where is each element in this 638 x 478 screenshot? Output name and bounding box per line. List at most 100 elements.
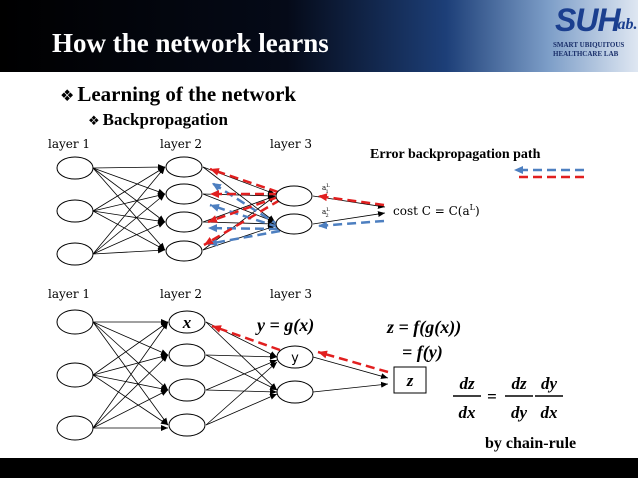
edge xyxy=(92,353,169,376)
edge xyxy=(92,389,169,429)
neuron xyxy=(168,343,206,367)
edge xyxy=(92,374,169,426)
cost-label: cost C = C(aL) xyxy=(393,203,480,218)
frac-r1-den: dy xyxy=(511,403,528,422)
bottom-layer1-label: layer 1 xyxy=(48,287,90,301)
edge xyxy=(92,167,166,251)
edge xyxy=(205,359,278,391)
neuron xyxy=(165,183,203,205)
top-layer3-label: layer 3 xyxy=(270,137,312,151)
eq-z-line1: z = f(g(x)) xyxy=(386,317,461,338)
bottom-nodes xyxy=(56,309,314,441)
bullet-backprop-text: Backpropagation xyxy=(102,110,228,129)
edge xyxy=(92,321,169,426)
red-path xyxy=(209,167,279,194)
neuron xyxy=(165,211,203,233)
edge xyxy=(92,166,166,212)
edge xyxy=(92,164,166,171)
footer-bar xyxy=(0,458,638,478)
node-z-label: z xyxy=(406,371,414,390)
edge xyxy=(205,353,278,360)
logo-main-text: SUH xyxy=(555,2,621,38)
edge xyxy=(205,361,278,426)
neuron xyxy=(56,242,94,266)
frac-r2-den: dx xyxy=(541,403,559,422)
edge xyxy=(92,374,169,392)
neuron xyxy=(56,309,94,335)
node-z-box xyxy=(393,366,427,394)
blue-path xyxy=(207,229,281,247)
edge xyxy=(312,381,389,393)
chain-equals: = xyxy=(487,387,497,406)
red-path xyxy=(211,324,281,352)
neuron xyxy=(56,362,94,388)
neuron xyxy=(275,185,313,207)
edge xyxy=(92,221,166,255)
top-layer1-label: layer 1 xyxy=(48,137,90,151)
neuron xyxy=(275,213,313,235)
top-layer2-label: layer 2 xyxy=(160,137,202,151)
legend-text: Error backpropagation path xyxy=(370,147,541,162)
top-edges xyxy=(92,164,386,255)
edge xyxy=(92,210,166,251)
neuron xyxy=(56,199,94,223)
blue-backprop-paths xyxy=(207,181,385,247)
blue-path xyxy=(207,224,279,233)
edge xyxy=(92,167,166,223)
neuron-y xyxy=(276,345,314,369)
bullet-learning: ❖Learning of the network xyxy=(60,82,296,107)
edge xyxy=(92,247,166,255)
edge xyxy=(205,354,278,391)
edge xyxy=(205,388,278,395)
neuron xyxy=(56,415,94,441)
edge xyxy=(92,321,169,391)
logo-line-2: HEALTHCARE LAB xyxy=(553,50,619,58)
edge xyxy=(202,193,276,223)
edge xyxy=(312,356,389,380)
neuron xyxy=(168,413,206,437)
frac-lhs-den: dx xyxy=(459,403,477,422)
title-bar: How the network learns SUH lab. SMART UB… xyxy=(0,0,638,72)
eq-y: y = g(x) xyxy=(255,315,314,336)
edge xyxy=(92,321,169,429)
edge xyxy=(205,393,278,426)
bottom-edges xyxy=(92,319,389,431)
frac-r2-num: dy xyxy=(541,374,558,393)
red-path xyxy=(207,195,279,224)
red-path xyxy=(203,198,281,247)
chain-red-paths xyxy=(211,324,389,374)
edge xyxy=(92,210,166,224)
edge xyxy=(92,321,169,356)
logo-suffix-text: lab. xyxy=(613,16,638,33)
diamond-bullet-icon: ❖ xyxy=(88,114,100,129)
chain-rule-caption: by chain-rule xyxy=(485,435,576,452)
edge xyxy=(92,192,166,212)
eq-z-line2: = f(y) xyxy=(402,342,443,363)
neuron xyxy=(168,378,206,402)
edge xyxy=(92,167,166,195)
blue-path xyxy=(317,219,385,230)
edge xyxy=(92,321,169,376)
frac-r1-num: dz xyxy=(511,374,527,393)
node-y-label: y xyxy=(291,351,299,366)
neuron xyxy=(276,380,314,404)
neuron xyxy=(56,156,94,180)
neuron xyxy=(165,240,203,262)
slide-title: How the network learns xyxy=(52,28,329,58)
logo-line-1: SMART UBIQUITOUS xyxy=(553,41,625,49)
edge xyxy=(92,166,166,255)
frac-lhs-num: dz xyxy=(459,374,475,393)
neuron xyxy=(165,156,203,178)
bottom-layer3-label: layer 3 xyxy=(270,287,312,301)
red-path xyxy=(317,350,389,374)
red-path xyxy=(317,193,385,207)
edge xyxy=(92,193,166,255)
bullet-backprop: ❖Backpropagation xyxy=(88,110,228,130)
suh-lab-logo: SUH lab. SMART UBIQUITOUS HEALTHCARE LAB xyxy=(551,2,637,64)
node-x-label: x xyxy=(182,313,192,332)
edge xyxy=(92,354,169,429)
top-nodes xyxy=(56,156,313,266)
